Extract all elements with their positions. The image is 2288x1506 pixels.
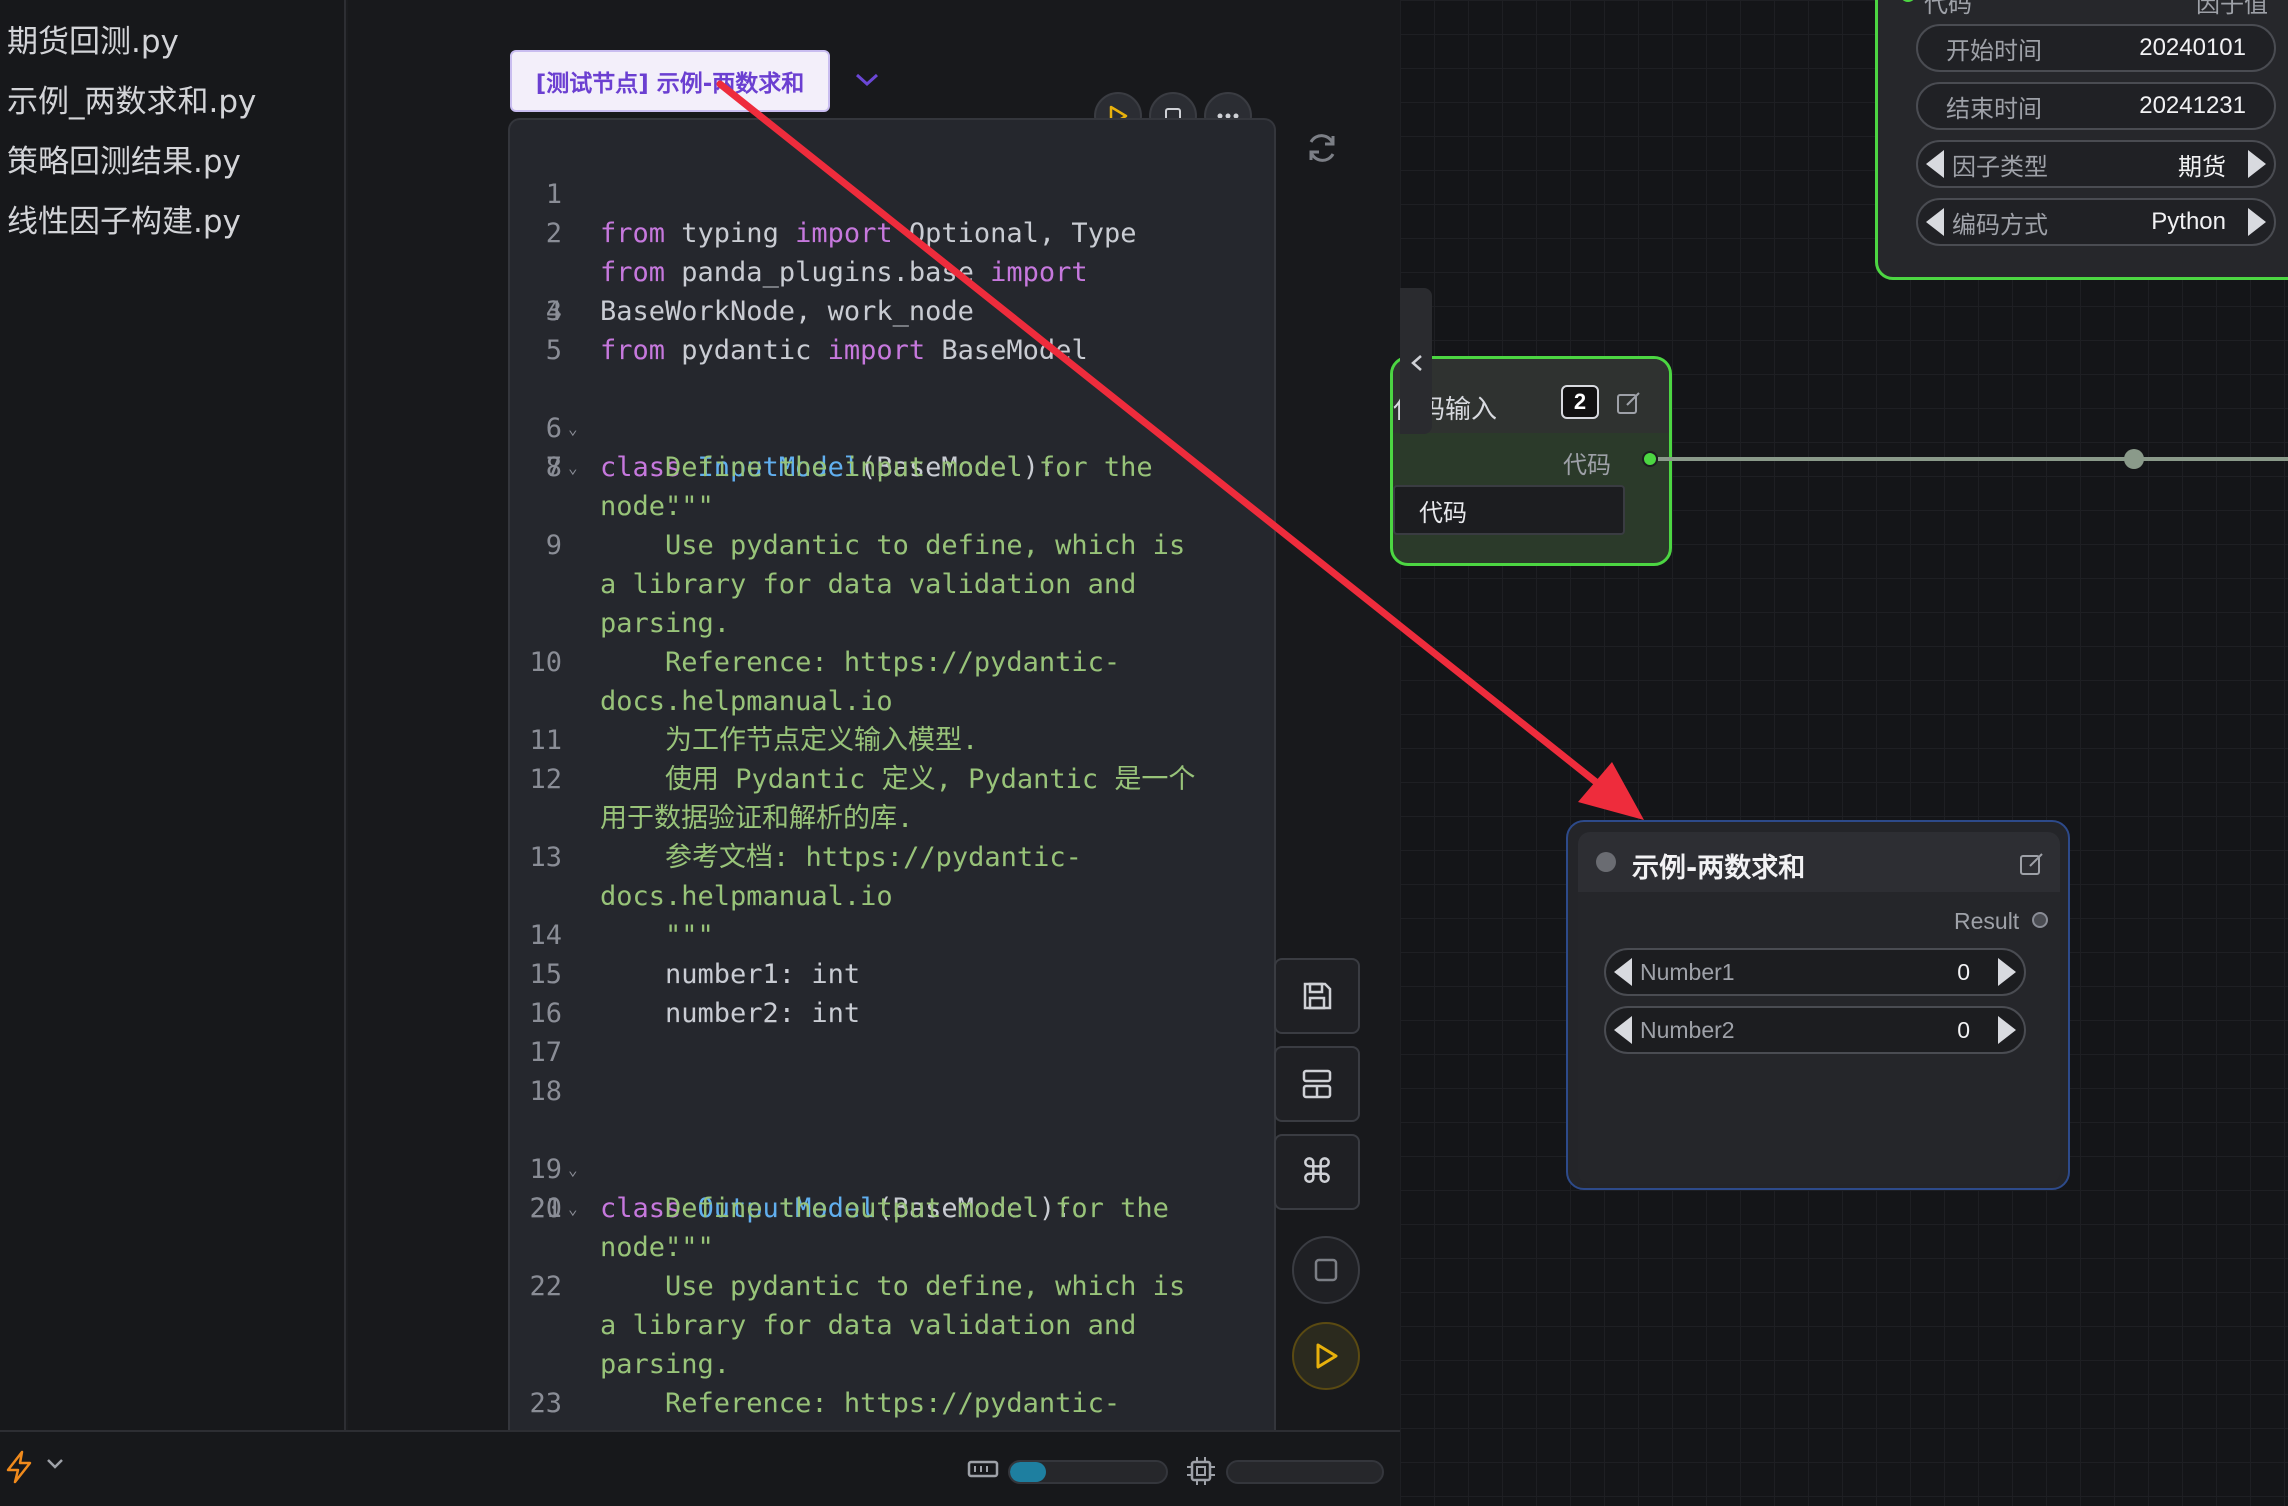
- output-label: 代码: [1563, 451, 1611, 479]
- result-port[interactable]: [2032, 912, 2048, 928]
- file-item[interactable]: 策略回测结果.py: [7, 144, 241, 180]
- start-date-field[interactable]: 开始时间 20240101: [1916, 24, 2276, 72]
- file-item[interactable]: 期货回测.py: [7, 24, 179, 60]
- arrow-left-icon[interactable]: [1614, 1016, 1632, 1044]
- arrow-right-icon[interactable]: [1998, 958, 2016, 986]
- node-title: 示例-两数求和: [1632, 853, 1806, 884]
- output-port[interactable]: [1642, 451, 1658, 467]
- fold-chevron-icon[interactable]: ⌄: [568, 1199, 578, 1218]
- code-field[interactable]: 代码: [1393, 485, 1625, 535]
- number2-input[interactable]: Number2 0: [1604, 1006, 2026, 1054]
- file-item[interactable]: 示例_两数求和.py: [7, 84, 257, 120]
- cpu-icon: [1184, 1454, 1218, 1493]
- shortcuts-button[interactable]: ⌘: [1274, 1134, 1360, 1210]
- end-date-field[interactable]: 结束时间 20241231: [1916, 82, 2276, 130]
- file-item[interactable]: 线性因子构建.py: [7, 204, 241, 240]
- fold-chevron-icon[interactable]: ⌄: [568, 458, 578, 477]
- number1-input[interactable]: Number1 0: [1604, 948, 2026, 996]
- stop-flow-button[interactable]: [1292, 1236, 1360, 1304]
- arrow-left-icon[interactable]: [1614, 958, 1632, 986]
- connection-edge: [1658, 457, 2288, 461]
- lightning-icon[interactable]: [4, 1450, 34, 1489]
- status-bar: [0, 1430, 1400, 1506]
- refresh-icon[interactable]: [1302, 128, 1342, 173]
- edit-icon[interactable]: [2018, 850, 2046, 883]
- memory-usage-bar: [1008, 1460, 1168, 1484]
- play-icon: [1316, 1343, 1338, 1369]
- more-icon: [1217, 113, 1239, 119]
- node-header: [1578, 832, 2060, 892]
- chevron-down-icon[interactable]: [44, 1456, 66, 1477]
- arrow-right-icon[interactable]: [2248, 150, 2266, 178]
- memory-usage-fill: [1010, 1462, 1046, 1482]
- arrow-right-icon[interactable]: [1998, 1016, 2016, 1044]
- stop-icon: [1314, 1258, 1338, 1282]
- code-editor[interactable]: 1 from typing import Optional, Type 2 fr…: [508, 118, 1276, 1438]
- fold-chevron-icon[interactable]: ⌄: [568, 1160, 578, 1179]
- memory-icon: [966, 1454, 1000, 1489]
- arrow-right-icon[interactable]: [2248, 208, 2266, 236]
- file-sidebar: 期货回测.py 示例_两数求和.py 策略回测结果.py 线性因子构建.py: [0, 0, 346, 1430]
- node-tab-label[interactable]: [测试节点] 示例-两数求和: [510, 50, 830, 112]
- sum-node[interactable]: 示例-两数求和 Result Number1 0 Number2 0: [1566, 820, 2070, 1190]
- layout-icon: [1302, 1069, 1332, 1099]
- encoding-select[interactable]: 编码方式 Python: [1916, 198, 2276, 246]
- edit-icon[interactable]: [1615, 389, 1643, 422]
- save-icon: [1303, 982, 1332, 1010]
- command-icon: ⌘: [1300, 1152, 1334, 1192]
- status-dot: [1596, 852, 1616, 872]
- run-flow-button[interactable]: [1292, 1322, 1360, 1390]
- params-output-label: 因子值: [2196, 0, 2268, 18]
- count-badge: 2: [1561, 385, 1599, 419]
- fold-chevron-icon[interactable]: ⌄: [568, 419, 578, 438]
- factor-type-select[interactable]: 因子类型 期货: [1916, 140, 2276, 188]
- layout-button[interactable]: [1274, 1046, 1360, 1122]
- save-button[interactable]: [1274, 958, 1360, 1034]
- line-number: 1: [545, 179, 562, 210]
- arrow-left-icon[interactable]: [1926, 208, 1944, 236]
- code-input-node[interactable]: 代码输入 2 代码 代码: [1390, 356, 1672, 566]
- arrow-left-icon[interactable]: [1926, 150, 1944, 178]
- cpu-usage-bar: [1226, 1460, 1384, 1484]
- chevron-left-icon[interactable]: [1408, 352, 1426, 379]
- params-input-label: 代码: [1924, 0, 1972, 18]
- connection-dot[interactable]: [1900, 0, 1916, 2]
- result-output-label: Result: [1954, 908, 2020, 934]
- edge-midpoint[interactable]: [2124, 449, 2144, 469]
- chevron-down-icon[interactable]: [852, 64, 882, 96]
